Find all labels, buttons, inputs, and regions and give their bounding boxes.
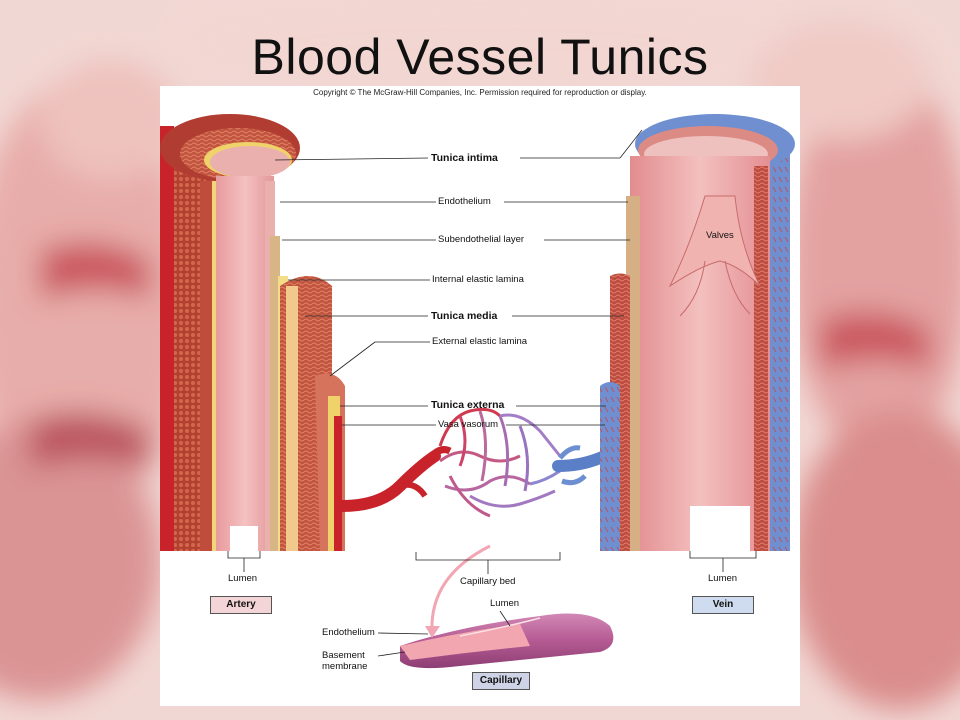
caption-vein: Vein xyxy=(692,596,754,614)
label-basement-membrane-2: membrane xyxy=(322,661,368,672)
label-tunica-intima: Tunica intima xyxy=(431,152,498,164)
label-capillary-bed: Capillary bed xyxy=(460,576,516,587)
label-internal-elastic-lamina: Internal elastic lamina xyxy=(432,274,524,285)
capillary-detail xyxy=(400,544,614,669)
capillary-bed-network xyxy=(438,407,562,518)
label-valves: Valves xyxy=(706,230,734,241)
label-capillary-lumen: Lumen xyxy=(490,598,520,609)
copyright-notice: Copyright © The McGraw-Hill Companies, I… xyxy=(313,88,647,97)
label-tunica-externa: Tunica externa xyxy=(431,399,505,411)
vessel-illustration xyxy=(160,114,795,669)
label-lumen-artery: Lumen xyxy=(228,573,258,584)
label-basement-membrane-1: Basement xyxy=(322,650,365,661)
label-subendothelial-layer: Subendothelial layer xyxy=(438,234,525,245)
label-capillary-endothelium: Endothelium xyxy=(322,627,375,638)
label-endothelium: Endothelium xyxy=(438,196,491,207)
artery-drawing xyxy=(160,114,345,551)
label-vasa-vasorum: Vasa vasorum xyxy=(438,419,499,430)
slide-title: Blood Vessel Tunics xyxy=(251,29,709,85)
leader-lines xyxy=(227,129,757,657)
label-external-elastic-lamina: External elastic lamina xyxy=(432,336,528,347)
label-tunica-media: Tunica media xyxy=(431,310,498,322)
caption-artery: Artery xyxy=(210,596,272,614)
label-lumen-vein: Lumen xyxy=(708,573,738,584)
blood-vessel-figure: Copyright © The McGraw-Hill Companies, I… xyxy=(160,86,800,706)
vein-drawing xyxy=(600,114,795,551)
arteriole xyxy=(336,446,452,512)
caption-capillary: Capillary xyxy=(472,672,530,690)
